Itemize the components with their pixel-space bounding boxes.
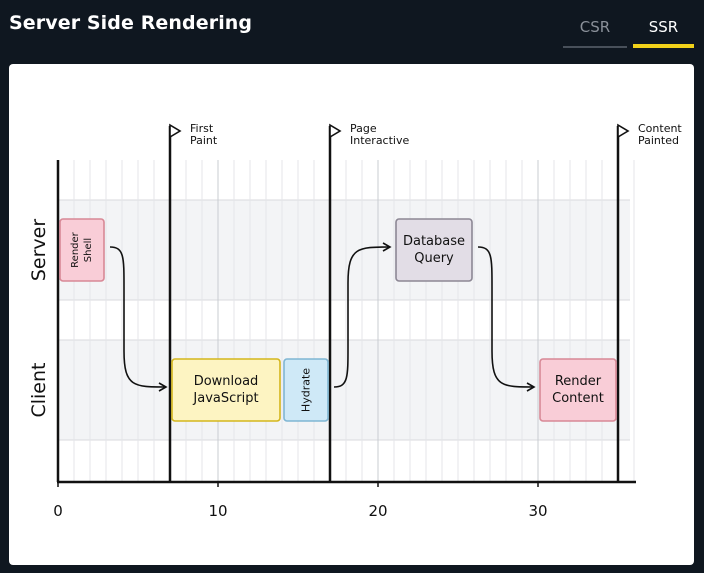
lane-label-server: Server — [28, 219, 50, 281]
task-label: Database — [403, 234, 465, 249]
marker-flag-icon — [329, 123, 342, 139]
x-tick-label: 0 — [53, 502, 63, 520]
task-label: Render — [70, 231, 81, 267]
tab-csr[interactable]: CSR — [563, 14, 627, 48]
marker-label: Interactive — [350, 134, 409, 147]
tab-ssr[interactable]: SSR — [633, 14, 694, 48]
task-label: Download — [194, 374, 259, 389]
task-box — [283, 358, 329, 422]
task-label: Content — [552, 391, 604, 406]
marker-flag-icon — [617, 123, 630, 139]
task-label: Render — [555, 374, 602, 389]
task-label: Hydrate — [300, 368, 313, 412]
task-box — [59, 218, 105, 282]
marker-label: Painted — [638, 134, 679, 147]
x-tick-label: 30 — [528, 502, 547, 520]
flow-arrow — [109, 246, 168, 392]
task-box — [171, 358, 281, 422]
marker-flag-icon — [169, 123, 182, 139]
marker-label: Page — [350, 122, 377, 135]
x-tick-label: 10 — [208, 502, 227, 520]
task-label: JavaScript — [192, 391, 258, 406]
marker-label: First — [190, 122, 214, 135]
marker-label: Paint — [190, 134, 218, 147]
flow-arrow — [333, 242, 392, 388]
task-box — [539, 358, 617, 422]
marker-label: Content — [638, 122, 682, 135]
task-box — [395, 218, 473, 282]
task-label: Query — [414, 251, 454, 266]
lane-label-client: Client — [28, 362, 50, 417]
page-title: Server Side Rendering — [9, 12, 253, 34]
lane-band-server — [58, 200, 630, 300]
x-tick-label: 20 — [368, 502, 387, 520]
task-label: Shell — [83, 238, 94, 262]
flow-arrow — [477, 246, 536, 392]
